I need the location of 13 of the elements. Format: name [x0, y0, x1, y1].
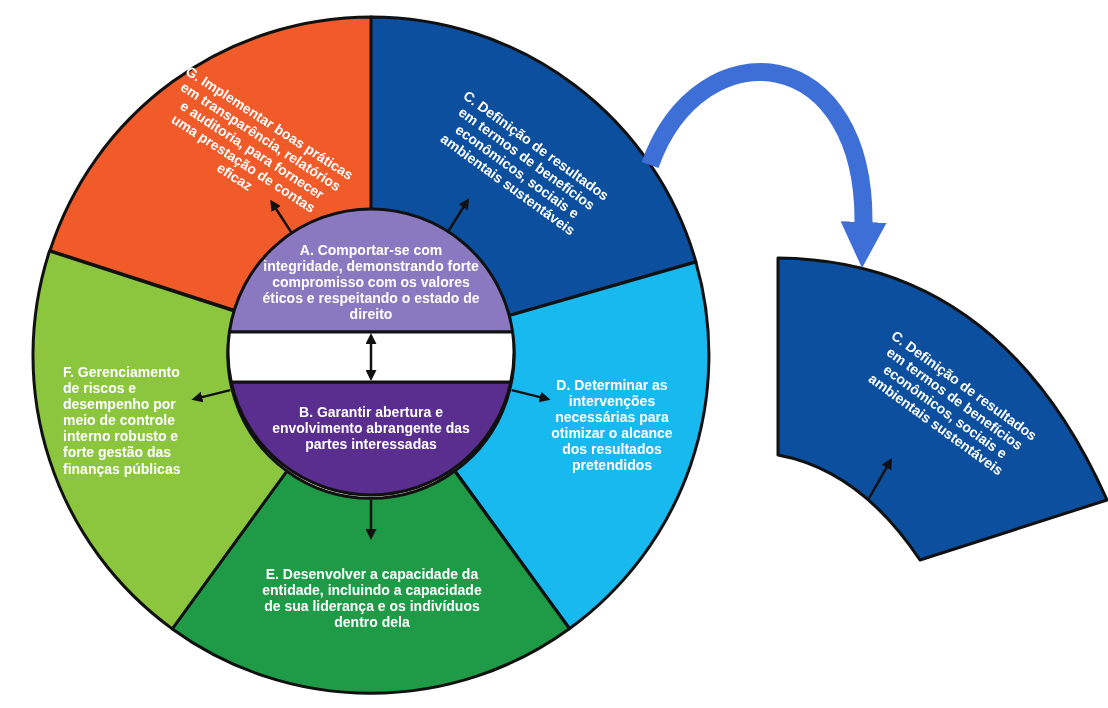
arrow: [191, 388, 231, 403]
arrow: [446, 198, 470, 233]
segment-label: F. Gerenciamento de riscos e desempenho por meio de controle interno robusto e forte gestão das finanças públicas: [63, 363, 182, 477]
arrow: [270, 199, 294, 235]
segment-label: E. Desenvolver a capacidade da entidade, incluindo a capacidade de sua liderança e os indivíduos dentro dela: [261, 565, 483, 631]
curved-arrow: [641, 63, 886, 268]
segment-label: B. Garantir abertura e envolvimento abrangente das partes interessadas: [271, 403, 471, 453]
segment-label: A. Comportar-se com integridade, demonstrando forte compromisso com os valores éticos e respeitando o estado de direito: [261, 241, 481, 323]
arrow: [866, 457, 892, 501]
double-arrow: [365, 333, 377, 381]
arrow: [365, 500, 377, 540]
segment-label: D. Determinar as intervenções necessárias para otimizar o alcance dos resultados pretendidos: [550, 376, 674, 474]
arrow: [511, 388, 551, 403]
